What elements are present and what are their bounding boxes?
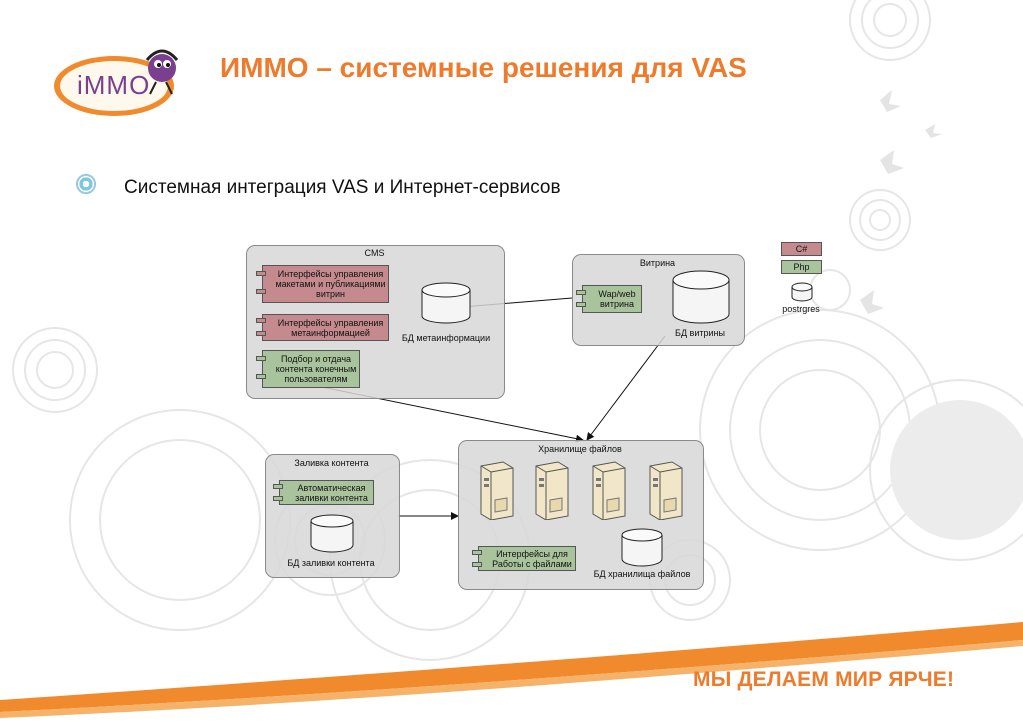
component-tab xyxy=(256,356,266,361)
server-icon xyxy=(649,461,683,520)
component-tab xyxy=(472,562,482,567)
cms-db-label: БД метаинформации xyxy=(401,333,491,343)
database-icon xyxy=(672,270,730,324)
logo-graphic xyxy=(54,49,179,116)
legend-database-icon xyxy=(791,282,813,302)
bullet-text: Системная интеграция VAS и Интернет-серв… xyxy=(124,177,561,198)
arrow-vitrina-to-storage xyxy=(586,335,666,441)
cms-title: CMS xyxy=(364,248,385,258)
upload-auto: Автоматическая заливки контента xyxy=(279,480,374,505)
component-tab xyxy=(472,550,482,555)
cms-layout-interfaces: Интерфейсы управления макетами и публика… xyxy=(262,265,389,303)
cms-content-delivery: Подбор и отдача контента конечным пользо… xyxy=(262,350,360,388)
legend-postgres: postrgres xyxy=(782,304,820,314)
database-icon xyxy=(421,282,471,324)
cms-meta-interfaces: Интерфейсы управления метаинформацией xyxy=(262,314,389,341)
vitrina-title: Витрина xyxy=(639,258,676,268)
component-tab xyxy=(256,289,266,294)
bullet-icon xyxy=(76,174,96,194)
database-icon xyxy=(310,514,354,553)
storage-db-label: БД хранилища файлов xyxy=(593,569,691,579)
storage-title: Хранилище файлов xyxy=(538,444,622,454)
server-icon xyxy=(535,461,569,520)
component-tab xyxy=(256,374,266,379)
component-tab xyxy=(273,496,283,501)
vitrina-db-label: БД витрины xyxy=(675,328,725,338)
server-icon xyxy=(480,461,514,520)
upload-container xyxy=(265,454,400,578)
component-tab xyxy=(256,331,266,336)
upload-db-label: БД заливки контента xyxy=(287,558,375,568)
server-icon xyxy=(592,461,626,520)
component-tab xyxy=(273,484,283,489)
storage-file-interfaces: Интерфейсы для Работы с файлами xyxy=(478,546,576,571)
logo-text: iMMO xyxy=(77,70,151,100)
upload-title: Заливка контента xyxy=(294,458,369,468)
component-tab xyxy=(256,271,266,276)
component-tab xyxy=(576,290,586,295)
page-title: ИММО – системные решения для VAS xyxy=(220,52,747,83)
database-icon xyxy=(621,528,663,567)
slogan: МЫ ДЕЛАЕМ МИР ЯРЧЕ! xyxy=(693,668,955,691)
vitrina-wap-web: Wap/web витрина xyxy=(582,285,642,313)
logo: iMMO xyxy=(52,44,187,120)
component-tab xyxy=(256,318,266,323)
component-tab xyxy=(576,302,586,307)
legend-csharp: C# xyxy=(781,242,822,256)
legend-php: Php xyxy=(781,260,822,274)
